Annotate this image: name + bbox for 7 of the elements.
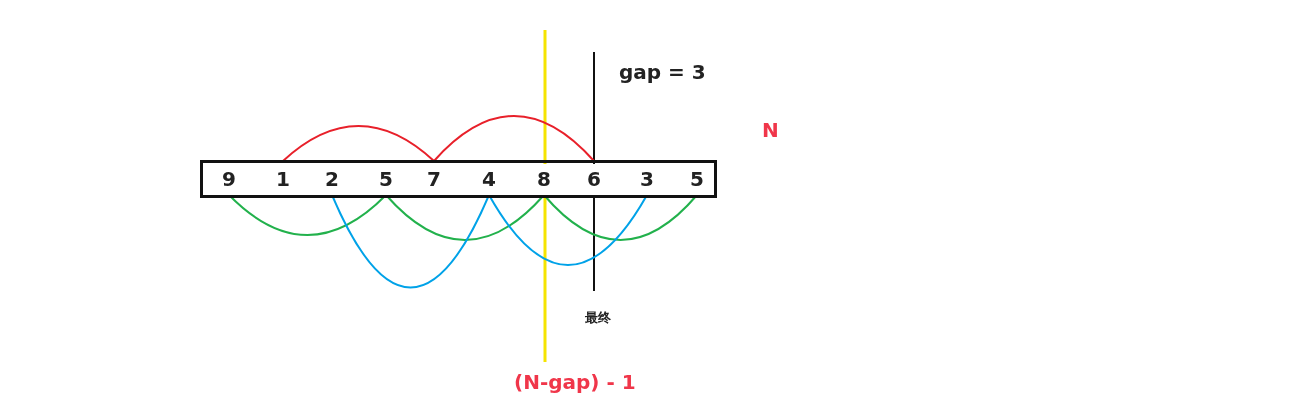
final-label: 最终	[585, 309, 611, 327]
n-label: N	[762, 118, 779, 142]
gap-label: gap = 3	[619, 60, 706, 84]
arc-connector	[282, 125, 435, 162]
index-formula: (N-gap) - 1	[514, 370, 636, 394]
arc-connector	[433, 115, 595, 162]
array-outline	[200, 160, 717, 198]
